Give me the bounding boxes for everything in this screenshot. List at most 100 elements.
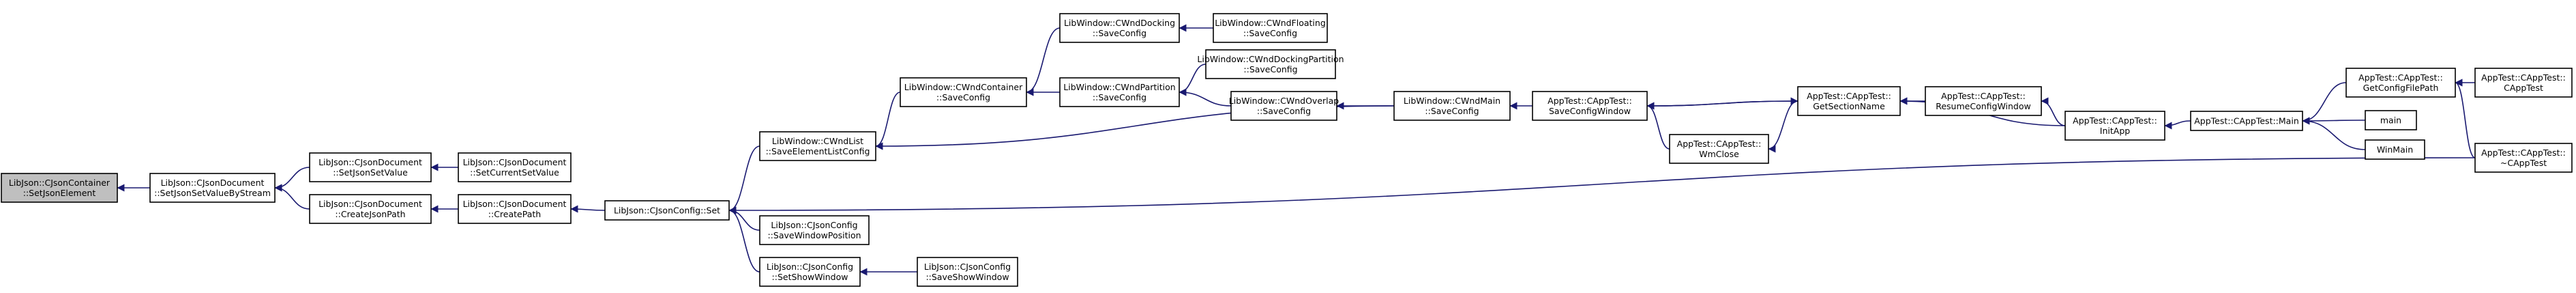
node-apptest-capptest-getsectionname[interactable]: AppTest::CAppTest::GetSectionName: [1797, 86, 1901, 116]
node-box: [458, 152, 572, 182]
node-label-line: main: [2380, 115, 2401, 126]
node-libjson-cjsoncontainer-setjsonelement[interactable]: LibJson::CJsonContainer::SetJsonElement: [1, 173, 118, 203]
node-label-line: LibWindow::CWndMain: [1404, 96, 1500, 106]
node-label-line: ~CAppTest: [2500, 158, 2547, 168]
node-libjson-cjsonconfig-saveshowwindow[interactable]: LibJson::CJsonConfig::SaveShowWindow: [917, 257, 1018, 287]
node-label-line: AppTest::CAppTest::: [1548, 96, 1632, 106]
node-label-line: LibWindow::CWndContainer: [904, 82, 1023, 92]
node-libwindow-cwndcontainer-saveconfig[interactable]: LibWindow::CWndContainer::SaveConfig: [900, 77, 1027, 107]
node-layer: LibJson::CJsonContainer::SetJsonElementL…: [1, 13, 2573, 287]
node-box: [2474, 68, 2573, 98]
node-box: [2345, 68, 2456, 98]
node-box: [759, 215, 870, 245]
node-label-line: LibJson::CJsonConfig: [924, 262, 1011, 272]
node-libjson-cjsondocument-setjsonsetvaluebystream[interactable]: LibJson::CJsonDocument::SetJsonSetValueB…: [149, 173, 276, 203]
edge-n25-to-n29: [2455, 79, 2476, 158]
node-libwindow-cwndfloating-saveconfig[interactable]: LibWindow::CWndFloating::SaveConfig: [1213, 13, 1328, 43]
edge-n24-to-n27: [2302, 117, 2366, 125]
node-box: [149, 173, 276, 203]
node-apptest-capptest-capptest[interactable]: AppTest::CAppTest::CAppTest: [2474, 68, 2573, 98]
edge-n20-to-n21: [1768, 100, 1798, 153]
edge-n22-to-n23: [2041, 97, 2066, 126]
edge-n24-to-n28: [2302, 117, 2366, 150]
edge-n15-to-n16: [1179, 64, 1206, 96]
node-libjson-cjsonconfig-setshowwindow[interactable]: LibJson::CJsonConfig::SetShowWindow: [759, 257, 861, 287]
node-apptest-capptest-getconfigfilepath[interactable]: AppTest::CAppTest::GetConfigFilePath: [2345, 68, 2456, 98]
node-label-line: WmClose: [1699, 149, 1739, 159]
node-label-line: GetConfigFilePath: [2363, 83, 2439, 93]
node-libjson-cjsondocument-createjsonpath[interactable]: LibJson::CJsonDocument::CreateJsonPath: [309, 194, 432, 224]
node-box: [1532, 91, 1648, 121]
node-main[interactable]: main: [2365, 110, 2417, 130]
node-box: [917, 257, 1018, 287]
edge-n12-to-n13: [1026, 27, 1061, 96]
node-label-line: LibJson::CJsonDocument: [161, 178, 265, 188]
node-label-line: ::SaveConfig: [936, 92, 990, 102]
node-libwindow-cwndoverlap-saveconfig[interactable]: LibWindow::CWndOverlap::SaveConfig: [1229, 91, 1339, 121]
node-apptest-capptest-main[interactable]: AppTest::CAppTest::Main: [2190, 111, 2303, 131]
node-libwindow-cwndpartition-saveconfig[interactable]: LibWindow::CWndPartition::SaveConfig: [1059, 77, 1180, 107]
node-label-line: AppTest::CAppTest::: [2073, 115, 2157, 126]
node-box: [1797, 86, 1901, 116]
node-label-line: ::SetJsonSetValueByStream: [154, 188, 271, 198]
node-label-line: ResumeConfigWindow: [1936, 101, 2031, 111]
node-label-line: ::SetJsonSetValue: [333, 167, 408, 178]
node-label-line: LibWindow::CWndList: [772, 136, 863, 146]
node-box: [1393, 91, 1511, 121]
node-apptest-capptest-initapp[interactable]: AppTest::CAppTest::InitApp: [2064, 111, 2165, 141]
node-libjson-cjsondocument-createpath[interactable]: LibJson::CJsonDocument::CreatePath: [458, 194, 572, 224]
node-label-line: WinMain: [2377, 145, 2413, 155]
node-box: [604, 200, 730, 221]
node-box: [1230, 91, 1337, 121]
node-box: [2474, 143, 2573, 173]
node-libwindow-cwnddocking-saveconfig[interactable]: LibWindow::CWndDocking::SaveConfig: [1059, 13, 1180, 43]
node-libwindow-cwnddockingpartition-saveconfig[interactable]: LibWindow::CWndDockingPartition::SaveCon…: [1197, 49, 1344, 79]
node-label-line: LibJson::CJsonDocument: [463, 199, 567, 209]
node-libjson-cjsonconfig-savewindowposition[interactable]: LibJson::CJsonConfig::SaveWindowPosition: [759, 215, 870, 245]
node-box: [1205, 49, 1336, 79]
edge-layer: [117, 24, 2476, 276]
node-label-line: LibJson::CJsonConfig: [771, 220, 857, 230]
node-label-line: ::SaveConfig: [1093, 92, 1146, 102]
node-label-line: ::SaveConfig: [1243, 28, 1297, 38]
node-label-line: ::SaveConfig: [1243, 64, 1297, 74]
node-apptest-capptest-capptest[interactable]: AppTest::CAppTest::~CAppTest: [2474, 143, 2573, 173]
node-winmain[interactable]: WinMain: [2365, 139, 2425, 160]
node-box: [759, 257, 861, 287]
edge-n8-to-n12: [875, 92, 901, 150]
node-libjson-cjsondocument-setjsonsetvalue[interactable]: LibJson::CJsonDocument::SetJsonSetValue: [309, 152, 432, 182]
node-label-line: LibWindow::CWndOverlap: [1229, 96, 1339, 106]
node-box: [1059, 13, 1180, 43]
node-label-line: ::SaveElementListConfig: [766, 146, 870, 156]
node-apptest-capptest-resumeconfigwindow[interactable]: AppTest::CAppTest::ResumeConfigWindow: [1925, 86, 2042, 116]
node-label-line: ::SetShowWindow: [772, 272, 848, 282]
node-label-line: ::SetJsonElement: [23, 188, 96, 198]
edge-n7-to-n8: [728, 145, 760, 214]
node-apptest-capptest-saveconfigwindow[interactable]: AppTest::CAppTest::SaveConfigWindow: [1532, 91, 1648, 121]
edge-n2-to-n5: [274, 184, 310, 210]
node-libwindow-cwndmain-saveconfig[interactable]: LibWindow::CWndMain::SaveConfig: [1393, 91, 1511, 121]
node-label-line: ::SaveShowWindow: [926, 272, 1009, 282]
node-box: [759, 131, 876, 161]
edge-n7-to-n9: [728, 206, 760, 231]
node-libjson-cjsondocument-setcurrentsetvalue[interactable]: LibJson::CJsonDocument::SetCurrentSetVal…: [458, 152, 572, 182]
node-box: [1, 173, 118, 203]
node-label-line: LibWindow::CWndPartition: [1063, 82, 1175, 92]
node-box: [1669, 134, 1769, 164]
node-label-line: AppTest::CAppTest::: [1941, 91, 2026, 101]
node-label-line: ::CreateJsonPath: [335, 209, 405, 219]
edge-n6-to-n7: [570, 205, 606, 213]
node-libwindow-cwndlist-saveelementlistconfig[interactable]: LibWindow::CWndList::SaveElementListConf…: [759, 131, 876, 161]
node-box: [309, 194, 432, 224]
node-label-line: ::SaveConfig: [1093, 28, 1146, 38]
node-box: [1059, 77, 1180, 107]
node-label-line: LibJson::CJsonDocument: [319, 199, 422, 209]
edge-n21-to-n19: [1646, 97, 1798, 107]
node-label-line: ::SaveConfig: [1425, 106, 1479, 116]
node-libjson-cjsonconfig-set[interactable]: LibJson::CJsonConfig::Set: [604, 200, 730, 221]
node-apptest-capptest-wmclose[interactable]: AppTest::CAppTest::WmClose: [1669, 134, 1769, 164]
edge-n23-to-n24: [2164, 120, 2191, 130]
node-box: [1925, 86, 2042, 116]
node-label-line: InitApp: [2100, 126, 2130, 136]
node-label-line: GetSectionName: [1813, 101, 1885, 111]
